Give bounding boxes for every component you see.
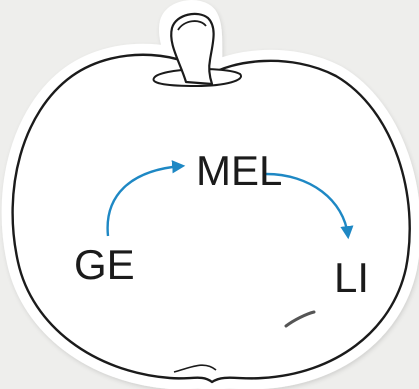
apple-stem-cut [177, 20, 207, 31]
syllable-li: LI [334, 254, 370, 301]
syllable-ge: GE [74, 241, 135, 288]
apple-blossom-curve [173, 364, 217, 373]
apple-stem-icon [170, 12, 215, 86]
apple-shine-mark [284, 310, 316, 328]
curved-arrow-icon [106, 160, 186, 237]
syllable-mel: MEL [196, 147, 283, 194]
curved-arrow-icon [265, 172, 354, 240]
apple-outline-icon [11, 53, 411, 384]
